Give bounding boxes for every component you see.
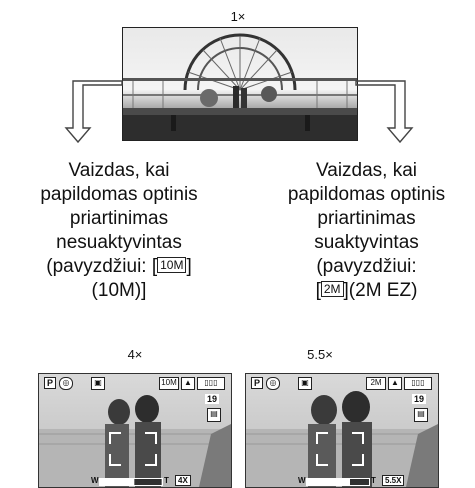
top-zoom-label: 1× xyxy=(230,9,246,24)
railing-scene-image xyxy=(123,33,357,140)
card-icon: ▤ xyxy=(414,408,428,422)
zoom-wide-label: W xyxy=(298,476,306,485)
remaining-shots: 19 xyxy=(205,394,220,404)
left-arrow xyxy=(64,80,123,144)
focus-bracket-bottom-right xyxy=(352,454,364,466)
picture-size-10m-icon: 10M xyxy=(157,257,187,273)
zoom-readout: 4X xyxy=(175,475,191,486)
right-screen-zoom-label: 5.5× xyxy=(307,347,333,362)
two-women-zoomed-image xyxy=(246,391,438,487)
zoom-bar xyxy=(99,478,163,486)
stabilizer-icon: ◎ xyxy=(266,377,280,390)
zoom-bar-fill xyxy=(100,479,135,485)
example-photo xyxy=(122,27,358,141)
picture-size-icon: 2M xyxy=(366,377,386,390)
left-caption: Vaizdas, kai papildomas optinis priartin… xyxy=(40,160,198,301)
flash-icon: ▣ xyxy=(91,377,105,390)
stabilizer-icon: ◎ xyxy=(59,377,73,390)
remaining-shots: 19 xyxy=(412,394,427,404)
focus-bracket-top-left xyxy=(316,432,328,444)
focus-bracket-bottom-left xyxy=(109,454,121,466)
right-caption: Vaizdas, kai papildomas optinis priartin… xyxy=(287,160,446,301)
picture-size-icon: 10M xyxy=(159,377,179,390)
mode-indicator: P xyxy=(44,377,57,389)
mode-indicator: P xyxy=(251,377,264,389)
zoom-tele-label: T xyxy=(164,476,169,485)
zoom-wide-label: W xyxy=(91,476,99,485)
battery-icon: ▯▯▯ xyxy=(197,377,225,390)
zoom-bar xyxy=(306,478,370,486)
focus-bracket-bottom-left xyxy=(316,454,328,466)
quality-icon: ▲ xyxy=(388,377,402,390)
zoom-tele-label: T xyxy=(371,476,376,485)
zoom-bar-fill xyxy=(307,479,351,485)
flash-icon: ▣ xyxy=(298,377,312,390)
left-screen-zoom-label: 4× xyxy=(127,347,143,362)
battery-icon: ▯▯▯ xyxy=(404,377,432,390)
quality-icon: ▲ xyxy=(181,377,195,390)
picture-size-2m-icon: 2M xyxy=(320,281,344,297)
focus-bracket-top-right xyxy=(145,432,157,444)
right-arrow xyxy=(355,80,414,144)
two-women-image xyxy=(39,395,231,487)
card-icon: ▤ xyxy=(207,408,221,422)
focus-bracket-top-right xyxy=(352,432,364,444)
right-camera-screen: P ◎ ▣ 2M ▲ ▯▯▯ 19 ▤ W T 5.5X xyxy=(245,373,439,488)
left-camera-screen: P ◎ ▣ 10M ▲ ▯▯▯ 19 ▤ W T 4X xyxy=(38,373,232,488)
zoom-readout: 5.5X xyxy=(382,475,405,486)
focus-bracket-bottom-right xyxy=(145,454,157,466)
focus-bracket-top-left xyxy=(109,432,121,444)
